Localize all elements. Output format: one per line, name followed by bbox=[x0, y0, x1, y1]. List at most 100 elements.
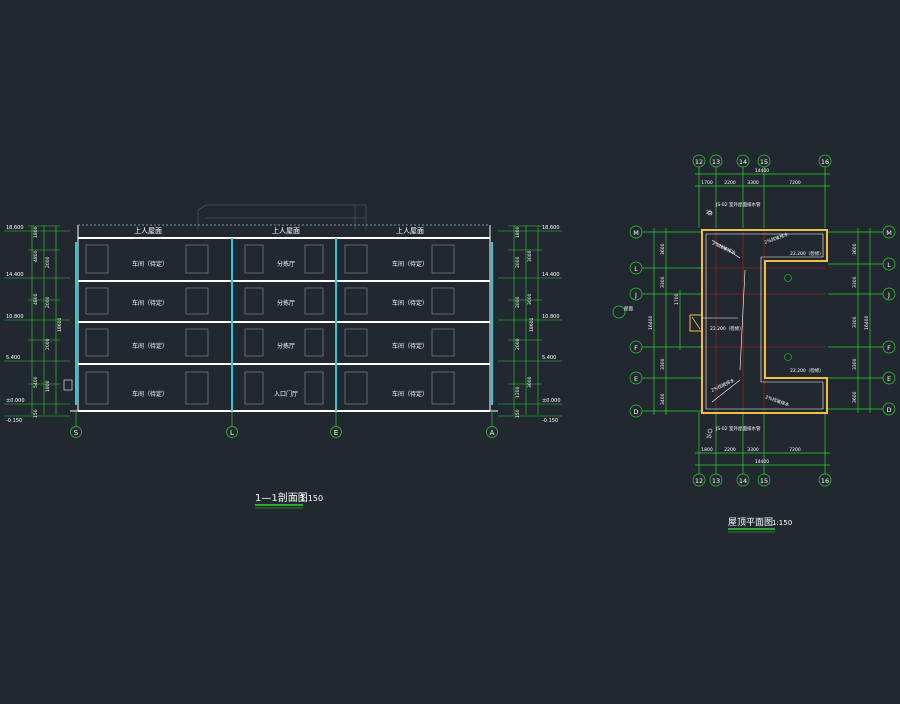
axis-label: 12 bbox=[695, 158, 703, 166]
slope-label: 2%找坡排水 bbox=[763, 231, 789, 246]
dim-text: 1700 bbox=[674, 293, 680, 305]
dim-text: 18600 bbox=[529, 318, 535, 332]
level-mark: -0.150 bbox=[6, 418, 22, 424]
plan-bottom-axis-labels: 12 13 14 15 16 bbox=[695, 477, 829, 485]
level-label: 22.200（检修） bbox=[710, 325, 744, 332]
right-level-marks: 18.600 14.400 10.800 5.400 ±0.000 -0.150 bbox=[542, 225, 561, 424]
level-mark: 14.400 bbox=[6, 272, 24, 278]
dim-text: 3600 bbox=[852, 243, 858, 255]
left-dimension-texts: 1800 2000 4800 2000 4800 2000 5400 1800 … bbox=[33, 226, 63, 418]
background-silhouette bbox=[197, 204, 367, 230]
dim-text: 150 bbox=[33, 409, 39, 418]
axis-label: D bbox=[633, 408, 638, 416]
axis-label: E bbox=[334, 429, 338, 437]
room-label: 车间（待定） bbox=[392, 260, 428, 268]
dim-text: 2000 bbox=[45, 296, 51, 308]
outer-walls bbox=[70, 224, 498, 412]
plan-scale: 1:150 bbox=[772, 519, 792, 527]
dim-text: 14400 bbox=[755, 168, 769, 174]
dim-text: 3300 bbox=[747, 180, 759, 186]
axis-label: J bbox=[887, 291, 890, 299]
axis-label: D bbox=[886, 406, 891, 414]
plan-left-axis-labels: M L J F E D bbox=[633, 229, 639, 416]
level-mark: 18.600 bbox=[6, 225, 24, 231]
room-label: 车间（待定） bbox=[132, 299, 168, 307]
plan-top-axis-labels: 12 13 14 15 16 bbox=[695, 158, 829, 166]
axis-label: 14 bbox=[739, 477, 747, 485]
plan-title-block: 屋顶平面图 1:150 bbox=[728, 517, 792, 533]
section-title-block: 1—1剖面图 1:150 bbox=[255, 491, 323, 509]
axis-label: L bbox=[887, 261, 891, 269]
dim-text: 14400 bbox=[755, 459, 769, 465]
axis-label: J bbox=[634, 291, 637, 299]
section-scale: 1:150 bbox=[300, 494, 323, 503]
slope-label: 2%找坡排水 bbox=[710, 377, 736, 394]
side-label: 屋面 bbox=[624, 306, 633, 312]
axis-label: 13 bbox=[712, 477, 720, 485]
drain-markers bbox=[689, 210, 792, 434]
dim-text: 3600 bbox=[852, 391, 858, 403]
left-dimension-lines bbox=[4, 225, 70, 417]
section-title: 1—1剖面图 bbox=[255, 491, 308, 504]
left-level-marks: 18.600 14.400 10.800 5.400 ±0.000 -0.150 bbox=[6, 225, 25, 424]
dim-text: 1800 bbox=[33, 226, 39, 238]
level-label: 22.200（检修） bbox=[790, 367, 824, 374]
level-label: 22.200（检修） bbox=[790, 250, 824, 257]
dim-text: 2000 bbox=[45, 338, 51, 350]
dim-text: 1200 bbox=[515, 386, 521, 398]
room-label: 车间（待定） bbox=[392, 390, 428, 398]
slope-arrows bbox=[702, 239, 746, 403]
axis-label: M bbox=[633, 229, 639, 237]
room-label: 入口门厅 bbox=[274, 390, 298, 398]
roof-plan-drawing: 12 13 14 15 16 14400 1700 2200 3300 7200 bbox=[612, 154, 896, 533]
plan-right-dims: 16400 3600 3300 3300 3300 3600 bbox=[852, 243, 870, 403]
room-label: 分拣厅 bbox=[277, 342, 295, 350]
plan-right-axis-labels: M L J F E D bbox=[886, 229, 892, 414]
dim-text: 2200 bbox=[724, 180, 736, 186]
plan-title: 屋顶平面图 bbox=[728, 517, 773, 528]
room-label: 车间（待定） bbox=[132, 390, 168, 398]
glass-columns bbox=[75, 238, 493, 411]
dim-text: 3400 bbox=[660, 393, 666, 405]
room-label: 分拣厅 bbox=[277, 260, 295, 268]
section-drawing: 上人屋面 上人屋面 上人屋面 车间（待定） 分拣厅 车间（待定） 车间（待定） … bbox=[4, 204, 562, 509]
level-mark: -0.150 bbox=[542, 418, 558, 424]
dim-text: 3300 bbox=[660, 358, 666, 370]
level-mark: 5.400 bbox=[542, 355, 556, 361]
roof-label-2: 上人屋面 bbox=[272, 226, 300, 235]
dim-text: 3000 bbox=[527, 250, 533, 262]
roof-label-3: 上人屋面 bbox=[396, 226, 424, 235]
dim-text: 2000 bbox=[45, 256, 51, 268]
dim-text: 3000 bbox=[527, 376, 533, 388]
level-mark: ±0.000 bbox=[542, 398, 561, 404]
axis-label: E bbox=[887, 375, 891, 383]
axis-label: 16 bbox=[821, 158, 829, 166]
axis-label: A bbox=[490, 429, 495, 437]
drain-note: JS-02 室外屋面排水管 bbox=[715, 201, 761, 208]
plan-top-dims: 14400 1700 2200 3300 7200 bbox=[701, 168, 801, 186]
window-outlines bbox=[85, 244, 455, 405]
drain-note: JS-02 室外屋面排水管 bbox=[715, 425, 761, 432]
dim-text: 1800 bbox=[515, 226, 521, 238]
roof-labels: 上人屋面 上人屋面 上人屋面 bbox=[134, 226, 424, 235]
dim-text: 2200 bbox=[724, 447, 736, 453]
dim-text: 2000 bbox=[515, 296, 521, 308]
axis-label: E bbox=[634, 375, 638, 383]
axis-label: L bbox=[230, 429, 234, 437]
dim-text: 3600 bbox=[660, 243, 666, 255]
plan-left-dims: 16400 3600 3300 1700 3300 3400 bbox=[648, 243, 680, 405]
slope-label: 2%找坡排水 bbox=[711, 239, 737, 256]
level-mark: 10.800 bbox=[542, 314, 560, 320]
roof-label-1: 上人屋面 bbox=[134, 226, 162, 235]
axis-label: 15 bbox=[760, 477, 768, 485]
section-axis-labels: S L E A bbox=[74, 429, 495, 437]
axis-label: 13 bbox=[712, 158, 720, 166]
axis-label: M bbox=[886, 229, 892, 237]
dim-text: 16400 bbox=[648, 316, 654, 330]
plan-bottom-dims: 1800 2200 3300 7200 14400 bbox=[701, 447, 801, 465]
axis-label: F bbox=[887, 344, 891, 352]
level-mark: 5.400 bbox=[6, 355, 20, 361]
axis-label: 16 bbox=[821, 477, 829, 485]
dim-text: 3300 bbox=[852, 316, 858, 328]
